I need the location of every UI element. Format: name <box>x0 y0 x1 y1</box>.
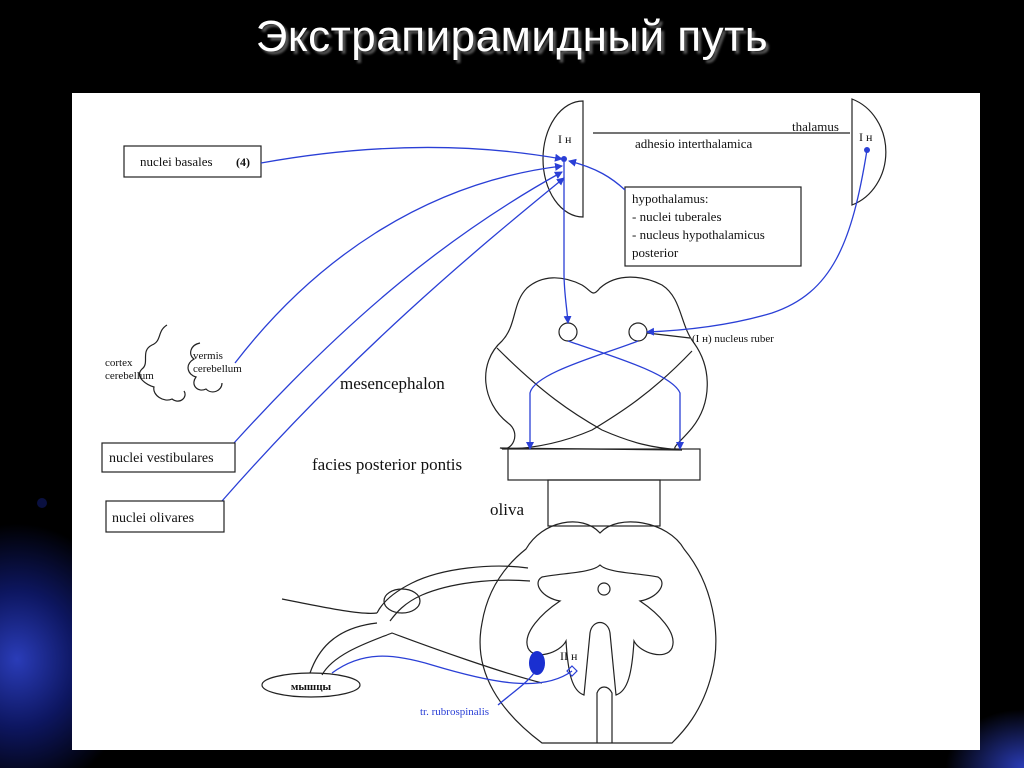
facies-posterior-pontis-label: facies posterior pontis <box>312 455 462 474</box>
diagram-panel: I н I н adhesio interthalamica thalamus … <box>72 93 980 750</box>
rubrospinal-to-muscle-path <box>331 655 573 685</box>
spinal-motor-neuron-body <box>529 651 545 675</box>
thalamus-left-shape <box>542 100 584 218</box>
anterior-median-fissure <box>596 686 613 743</box>
spinal-cord-outline <box>479 521 717 744</box>
spinal-nerve-upper <box>281 598 378 614</box>
ventral-root <box>321 632 543 684</box>
right-thalamus-to-ruber-path <box>646 149 868 336</box>
nuclei-olivares-box <box>105 500 225 533</box>
nucleus-ruber-left <box>558 322 578 342</box>
oliva-block <box>547 479 661 527</box>
nuclei-basales-number: (4) <box>236 155 250 169</box>
hypothalamus-box <box>624 186 802 267</box>
spinal-target-marker <box>566 665 578 677</box>
tract-label: tr. rubrospinalis <box>420 706 489 718</box>
cortex-cerebellum-label-2: cerebellum <box>105 370 154 382</box>
mesencephalon-label: mesencephalon <box>340 374 445 393</box>
cortex-cerebellum-label-1: cortex <box>105 357 133 369</box>
vestibulares-to-thalamus-path <box>233 171 563 444</box>
thalamus-left-nucleus-label: I н <box>558 132 572 146</box>
nuclei-vestibulares-label: nuclei vestibulares <box>109 451 214 466</box>
hypothalamus-item-hypothalamicus: - nucleus hypothalamicus <box>632 227 765 242</box>
basales-to-thalamus-path <box>260 146 563 164</box>
ruber-right-decussation-path <box>526 340 639 450</box>
spinal-gray-matter <box>526 564 674 696</box>
mesencephalon-crossing-line-1 <box>496 347 683 451</box>
olivares-to-thalamus-path <box>221 177 565 502</box>
tract-pointer <box>497 672 535 706</box>
pons-block <box>507 448 701 481</box>
vermis-cerebellum-outline <box>187 342 223 393</box>
hypothalamus-to-thalamus-path <box>568 158 626 191</box>
nuclei-basales-label: nuclei basales <box>140 154 213 169</box>
vermis-cerebellum-label-1: vermis <box>193 350 223 362</box>
nucleus-ruber-pointer <box>646 332 691 339</box>
extrapyramidal-pathway-diagram: I н I н adhesio interthalamica thalamus … <box>101 98 887 744</box>
vermis-to-thalamus-path <box>234 162 563 364</box>
thalamus-right-nucleus-label: I н <box>859 130 873 144</box>
adhesio-label: adhesio interthalamica <box>635 136 753 151</box>
nuclei-basales-box <box>123 145 262 178</box>
thalamus-label: thalamus <box>792 119 839 134</box>
hypothalamus-item-tuberales: - nuclei tuberales <box>632 209 722 224</box>
ruber-left-decussation-path <box>567 340 684 450</box>
oliva-label: oliva <box>490 500 524 519</box>
hypothalamus-title: hypothalamus: <box>632 191 709 206</box>
spinal-ganglion <box>383 588 421 614</box>
nucleus-ruber-label: (I н) nucleus ruber <box>692 333 774 345</box>
vermis-cerebellum-label-2: cerebellum <box>193 363 242 375</box>
hypothalamus-item-posterior: posterior <box>632 245 679 260</box>
mesencephalon-outline <box>485 276 708 451</box>
muscles-ellipse <box>261 672 361 698</box>
glow-dot <box>37 498 47 508</box>
muscles-label: мышцы <box>291 681 332 693</box>
nucleus-ruber-right <box>628 322 648 342</box>
thalamus-to-ruber-path <box>563 162 572 324</box>
central-canal <box>597 582 611 596</box>
thalamus-right-shape <box>851 98 887 206</box>
spinal-neuron-label: II н <box>560 649 578 663</box>
nuclei-olivares-label: nuclei olivares <box>112 511 194 526</box>
nuclei-vestibulares-box <box>101 442 236 473</box>
cortex-cerebellum-outline <box>138 324 186 402</box>
spinal-nerve-lower <box>309 622 378 674</box>
slide-title: Экстрапирамидный путь <box>255 12 769 61</box>
dorsal-root-lower <box>389 579 531 622</box>
